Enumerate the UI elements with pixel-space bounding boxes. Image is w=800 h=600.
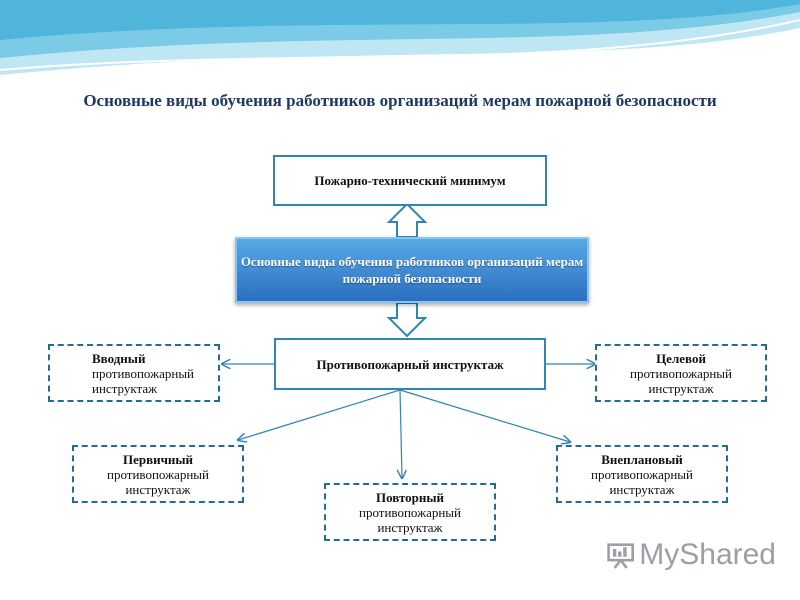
box-pervichny: Первичный противопожарный инструктаж [72,445,244,503]
header-wave [0,0,800,75]
box-povtorny: Повторный противопожарный инструктаж [324,483,496,541]
box-celevoy: Целевой противопожарный инструктаж [595,344,767,402]
down-block-arrow [386,302,428,338]
box-vneplanovy: Внеплановый противопожарный инструктаж [556,445,728,503]
middle-box: Противопожарный инструктаж [274,338,546,390]
middle-box-label: Противопожарный инструктаж [316,356,504,372]
box-vneplanovy-title: Внеплановый [601,451,683,467]
box-vneplanovy-text: противопожарный инструктаж [590,466,693,497]
top-box-label: Пожарно-технический минимум [314,173,506,188]
box-vvodny-text: противопожарный инструктаж [92,365,195,396]
box-povtorny-text: противопожарный инструктаж [358,504,461,535]
logo-text: MyShared [639,538,776,571]
box-pervichny-title: Первичный [122,451,194,467]
page-title: Основные виды обучения работников органи… [83,91,717,110]
top-box: Пожарно-технический минимум [273,155,547,206]
box-celevoy-text: противопожарный инструктаж [629,365,732,396]
box-pervichny-text: противопожарный инструктаж [106,466,209,497]
center-banner: Основные виды обучения работников органи… [235,237,589,303]
box-vvodny: Вводный противопожарный инструктаж [48,344,220,402]
up-block-arrow [386,202,428,238]
box-celevoy-title: Целевой [656,350,706,366]
presentation-icon [607,543,634,569]
myshared-logo: MyShared [606,535,776,575]
box-povtorny-title: Повторный [375,489,445,505]
box-vvodny-title: Вводный [92,350,146,366]
